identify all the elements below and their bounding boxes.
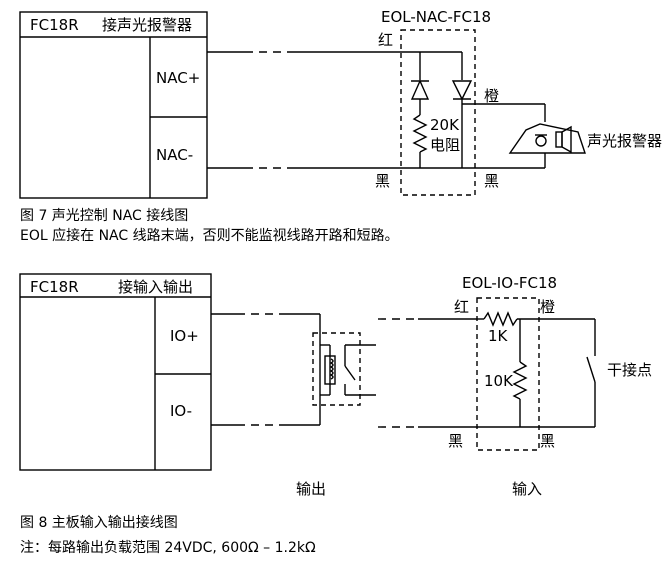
fig8-caption: 图 8 主板输入输出接线图 bbox=[20, 515, 178, 531]
fig8-wire-red: 红 bbox=[454, 298, 469, 316]
fig8-wire-black-right: 黑 bbox=[540, 432, 555, 450]
fig8-device-model: FC18R bbox=[30, 278, 79, 296]
fig7-eol-box bbox=[400, 29, 476, 196]
fig7-wire-black-left: 黑 bbox=[375, 172, 390, 190]
fig7-terminal-minus: NAC- bbox=[156, 146, 193, 164]
fig8-wire-black-left: 黑 bbox=[448, 432, 463, 450]
fig7-device-model: FC18R bbox=[30, 16, 79, 34]
fig7-device-box bbox=[19, 11, 208, 199]
fig8-resistor-1k bbox=[483, 311, 518, 327]
fig8-note: 注：每路输出负载范围 24VDC, 600Ω – 1.2kΩ bbox=[20, 540, 316, 556]
fig8-dry-contact-label: 干接点 bbox=[607, 361, 652, 379]
fig7-alarm-symbol bbox=[508, 123, 586, 154]
fig7-eol-label: EOL-NAC-FC18 bbox=[381, 8, 491, 26]
fig7-note: EOL 应接在 NAC 线路末端，否则不能监视线路开路和短路。 bbox=[20, 228, 399, 244]
fig7-terminal-plus: NAC+ bbox=[156, 69, 200, 87]
fig8-device-box bbox=[19, 273, 212, 471]
fig8-output-label: 输出 bbox=[296, 480, 326, 498]
fig8-resistor-10k-label: 10K bbox=[484, 372, 514, 390]
fig8-dry-contact-switch bbox=[586, 356, 596, 383]
fig7-wire-orange: 橙 bbox=[484, 87, 499, 105]
fig7-device-title: 接声光报警器 bbox=[102, 16, 192, 34]
fig8-resistor-1k-label: 1K bbox=[488, 327, 509, 345]
fig7-wire-red: 红 bbox=[378, 31, 393, 49]
fig8-relay-box bbox=[312, 332, 361, 406]
fig7-wire-black-right: 黑 bbox=[484, 172, 499, 190]
fig7-device-label: 声光报警器 bbox=[587, 132, 662, 150]
fig8-terminal-plus: IO+ bbox=[170, 327, 199, 345]
fig7-resistor-name: 电阻 bbox=[430, 136, 460, 154]
fig7-caption: 图 7 声光控制 NAC 接线图 bbox=[20, 208, 189, 224]
fig8-eol-label: EOL-IO-FC18 bbox=[462, 274, 557, 292]
fig7-diode-right bbox=[451, 80, 473, 101]
fig8-resistor-10k bbox=[512, 361, 528, 400]
fig8-device-title: 接输入输出 bbox=[118, 278, 193, 296]
fig8-wire-orange: 橙 bbox=[540, 298, 555, 316]
fig8-eol-box bbox=[476, 297, 540, 451]
fig8-terminal-minus: IO- bbox=[170, 402, 192, 420]
fig8-input-label: 输入 bbox=[512, 480, 542, 498]
fig7-resistor-value: 20K bbox=[430, 116, 460, 134]
fig7-diode-left bbox=[410, 79, 430, 100]
fig7-resistor-20k bbox=[412, 114, 428, 153]
